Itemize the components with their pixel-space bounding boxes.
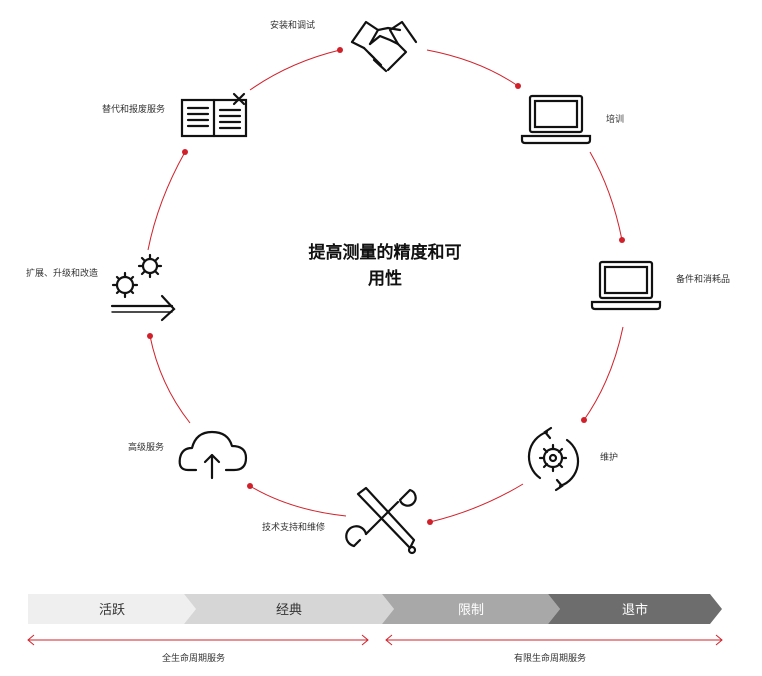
handshake-icon [350,20,418,73]
stage-label-1: 经典 [276,603,302,618]
laptop-icon [520,94,592,145]
cycle-dots [147,47,625,525]
stage-label-2: 限制 [458,603,484,618]
arc-advanced-expansion [149,335,191,424]
cycle-arcs [147,49,624,523]
range-arrows [27,634,723,646]
full-lifecycle-arrow [27,634,369,646]
label-maintenance: 维护 [600,453,619,463]
stage-chevron-0 [28,594,196,624]
gears-arrow-icon [110,253,176,322]
label-training: 培训 [606,115,625,125]
range-full-label: 全生命周期服务 [162,654,226,664]
stage-chevron-3 [548,594,722,624]
arc-dot [515,83,521,89]
arc-dot [619,237,625,243]
center-title-line2: 用性 [368,269,402,289]
arc-dot [182,149,188,155]
arc-support-advanced [249,485,347,517]
arc-dot [581,417,587,423]
arc-install-training [426,49,519,87]
arc-dot [247,483,253,489]
arc-expansion-replacement [147,151,186,251]
label-support: 技术支持和维修 [262,523,326,533]
lifecycle-stages: 活跃 经典 限制 退市 [28,594,722,624]
arc-maintenance-support [429,483,524,523]
label-expansion: 扩展、升级和改造 [26,269,99,279]
arc-dot [147,333,153,339]
stage-chevron-2 [382,594,560,624]
arc-training-spares [589,151,623,241]
tools-icon [345,486,417,555]
limited-lifecycle-arrow [385,634,723,646]
arc-spares-maintenance [583,326,624,421]
laptop-icon-2 [590,260,662,311]
center-title-line1: 提高测量的精度和可 [308,243,462,263]
label-install: 安装和调试 [270,21,316,31]
center-title: 提高测量的精度和可 用性 [290,240,480,292]
arc-dot [427,519,433,525]
document-close-icon [180,92,248,138]
stage-label-3: 退市 [622,602,648,618]
label-spares: 备件和消耗品 [676,275,731,285]
stage-chevron-1 [184,594,394,624]
arc-replacement-install [249,49,341,91]
label-advanced: 高级服务 [128,443,165,453]
stage-label-0: 活跃 [99,603,125,618]
range-limited-label: 有限生命周期服务 [514,654,587,664]
gear-refresh-icon [527,426,580,492]
arc-dot [337,47,343,53]
cloud-upload-icon [178,430,248,480]
label-replacement: 替代和报废服务 [102,105,166,115]
